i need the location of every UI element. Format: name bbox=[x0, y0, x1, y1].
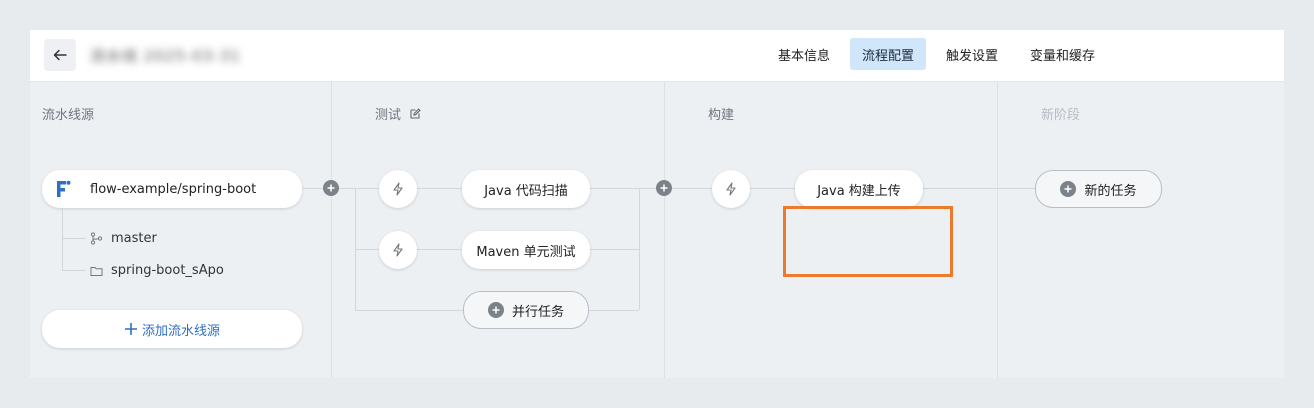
tree-line bbox=[62, 238, 86, 239]
column-divider bbox=[997, 82, 998, 378]
plus-circle-icon bbox=[487, 302, 504, 318]
pipeline-editor: 流水线 2025-03-31 基本信息 流程配置 触发设置 变量和缓存 流水线源… bbox=[30, 30, 1284, 378]
stage-title-build-text: 构建 bbox=[708, 108, 735, 123]
add-source-button[interactable]: 添加流水线源 bbox=[42, 310, 302, 348]
source-directory[interactable]: spring-boot_sApo bbox=[90, 263, 224, 278]
task-label: Maven 单元测试 bbox=[476, 244, 576, 260]
stage-title-build: 构建 bbox=[708, 104, 734, 123]
pipeline-canvas: 流水线源 flow-example/spring-boot master bbox=[30, 82, 1284, 378]
connector-line bbox=[997, 188, 1037, 189]
parallel-task-label: 并行任务 bbox=[511, 304, 564, 320]
plus-circle-icon bbox=[1060, 181, 1077, 197]
task-label: Java 代码扫描 bbox=[484, 183, 568, 199]
arrow-left-icon bbox=[53, 49, 67, 61]
add-parallel-task-button[interactable]: 并行任务 bbox=[463, 291, 589, 329]
plus-icon bbox=[327, 184, 335, 192]
plus-icon bbox=[124, 323, 137, 335]
stage-title-test: 测试 bbox=[375, 104, 421, 123]
task-label: Java 构建上传 bbox=[817, 183, 901, 199]
column-divider bbox=[331, 82, 332, 378]
new-task-label: 新的任务 bbox=[1084, 183, 1137, 199]
add-stage-button[interactable] bbox=[656, 180, 672, 196]
tab-trigger-settings[interactable]: 触发设置 bbox=[946, 48, 999, 64]
source-branch-name: master bbox=[111, 231, 157, 246]
stage-title-source: 流水线源 bbox=[42, 104, 94, 123]
tab-basic-info[interactable]: 基本信息 bbox=[778, 48, 831, 64]
repo-logo-icon bbox=[57, 180, 71, 197]
folder-icon bbox=[90, 266, 103, 276]
source-repo-card[interactable]: flow-example/spring-boot bbox=[42, 170, 302, 208]
tree-line bbox=[62, 208, 63, 270]
lightning-icon bbox=[726, 182, 736, 196]
stage-title-test-text: 测试 bbox=[375, 108, 402, 123]
back-button[interactable] bbox=[44, 39, 76, 71]
task-trigger-button[interactable] bbox=[379, 170, 417, 208]
add-stage-button[interactable] bbox=[323, 180, 339, 196]
add-source-label: 添加流水线源 bbox=[141, 323, 220, 339]
edit-icon[interactable] bbox=[409, 107, 421, 120]
git-branch-icon bbox=[90, 232, 103, 245]
task-trigger-button[interactable] bbox=[379, 231, 417, 269]
lightning-icon bbox=[393, 182, 403, 196]
source-directory-name: spring-boot_sApo bbox=[111, 263, 224, 278]
header-tabs: 基本信息 流程配置 触发设置 变量和缓存 bbox=[766, 38, 1115, 70]
highlight-box bbox=[783, 206, 953, 277]
editor-header: 流水线 2025-03-31 基本信息 流程配置 触发设置 变量和缓存 bbox=[30, 30, 1284, 82]
source-branch[interactable]: master bbox=[90, 231, 157, 246]
stage-title-new-text: 新阶段 bbox=[1041, 108, 1081, 123]
add-new-task-button[interactable]: 新的任务 bbox=[1035, 170, 1162, 208]
column-divider bbox=[664, 82, 665, 378]
plus-icon bbox=[660, 184, 668, 192]
tree-line bbox=[62, 270, 86, 271]
source-repo-name: flow-example/spring-boot bbox=[90, 181, 257, 197]
tab-variables-cache[interactable]: 变量和缓存 bbox=[1030, 48, 1096, 64]
tab-flow-config[interactable]: 流程配置 bbox=[850, 38, 927, 70]
task-java-build-upload[interactable]: Java 构建上传 bbox=[795, 170, 923, 208]
stage-title-source-text: 流水线源 bbox=[42, 108, 95, 123]
task-trigger-button[interactable] bbox=[712, 170, 750, 208]
task-java-code-scan[interactable]: Java 代码扫描 bbox=[462, 170, 590, 208]
stage-title-new: 新阶段 bbox=[1041, 104, 1080, 123]
parallel-line bbox=[639, 188, 640, 310]
pipeline-title: 流水线 2025-03-31 bbox=[90, 46, 241, 65]
task-maven-unit-test[interactable]: Maven 单元测试 bbox=[462, 231, 590, 269]
lightning-icon bbox=[393, 243, 403, 257]
